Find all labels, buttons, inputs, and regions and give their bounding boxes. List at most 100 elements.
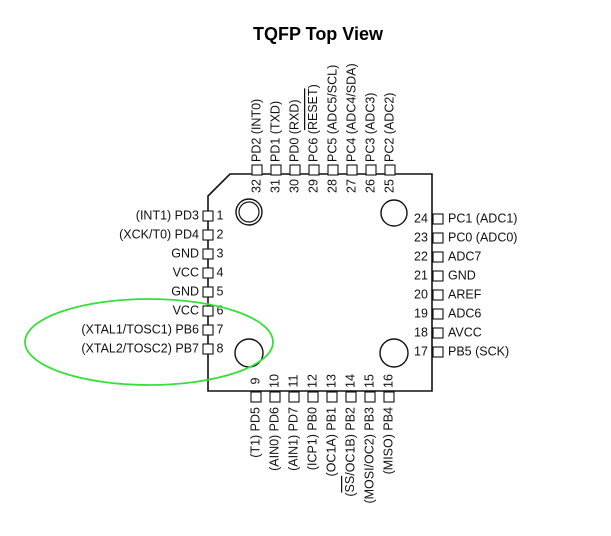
pin-pad-11 [288,391,300,403]
pin-pad-24 [432,213,444,225]
pin-pad-16 [383,391,395,403]
pin-number-3: 3 [217,246,224,260]
pin-pad-6 [202,305,214,317]
pin-pad-9 [250,391,262,403]
pin-label-27: PC4 (ADC4/SDA) [344,63,358,162]
pin-pad-20 [432,289,444,301]
pin-pad-22 [432,251,444,263]
pin-label-5: GND [171,284,199,298]
pin-number-5: 5 [217,284,224,298]
pin-number-18: 18 [414,325,428,339]
pin-label-28: PC5 (ADC5/SCL) [325,65,339,162]
pin-label-15: (MOSI/OC2) PB3 [362,407,376,504]
corner-marker-top-right [380,199,408,227]
pin-pad-1 [202,210,214,222]
pin-pad-30 [289,164,301,176]
pin-pad-13 [326,391,338,403]
pin-number-20: 20 [414,287,428,301]
pin-label-14: (SS/OC1B) PB2 [343,407,357,497]
pin-pad-26 [365,164,377,176]
pin-label-12: (ICP1) PB0 [305,407,319,470]
pin-pad-31 [270,164,282,176]
pin-number-12: 12 [305,374,319,388]
pin-number-10: 10 [267,374,281,388]
diagram-title: TQFP Top View [253,24,384,44]
pin-number-32: 32 [249,179,263,193]
pin-pad-12 [307,391,319,403]
pin-label-25: PC2 (ADC2) [382,93,396,162]
pin-label-6: VCC [173,303,199,317]
pin-label-32: PD2 (INT0) [249,99,263,162]
highlight-ellipse [24,298,274,386]
pin-label-1: (INT1) PD3 [136,208,199,222]
pin-pad-18 [432,327,444,339]
pin-number-1: 1 [217,208,224,222]
pins-bottom: (T1) PD5 9 (AIN0) PD6 10 (AIN1) PD7 11 (ICP1) … [248,374,395,504]
pin-label-7: (XTAL1/TOSC1) PB6 [81,322,199,336]
pin-pad-25 [384,164,396,176]
pin-number-24: 24 [414,211,428,225]
pin-label-4: VCC [173,265,199,279]
pin-number-22: 22 [414,249,428,263]
pin-pad-21 [432,270,444,282]
pin-pad-19 [432,308,444,320]
pin-pad-17 [432,346,444,358]
pin-number-17: 17 [414,344,428,358]
pin-number-21: 21 [414,268,428,282]
pin-pad-15 [364,391,376,403]
pin-label-19: ADC6 [448,306,481,320]
corner-marker-bottom-right [379,338,409,368]
pins-right: PB5 (SCK)17AVCC18ADC619AREF20GND21ADC722… [414,211,517,358]
pin-pad-27 [346,164,358,176]
pin-number-16: 16 [381,374,395,388]
pin-number-23: 23 [414,230,428,244]
pin-pad-10 [269,391,281,403]
pin-pad-7 [202,324,214,336]
pin-pad-2 [202,229,214,241]
pin-number-13: 13 [324,374,338,388]
pin-number-7: 7 [217,322,224,336]
pin-number-2: 2 [217,227,224,241]
pin-label-20: AREF [448,287,482,301]
pin-label-21: GND [448,268,476,282]
pin-number-6: 6 [217,303,224,317]
pin-label-17: PB5 (SCK) [448,344,509,358]
pin-pad-3 [202,248,214,260]
pin-pad-29 [308,164,320,176]
chip-body [207,173,433,392]
pin-number-28: 28 [325,179,339,193]
pin-number-30: 30 [287,179,301,193]
pin-number-15: 15 [362,374,376,388]
pin-number-11: 11 [286,374,300,387]
pin-label-22: ADC7 [448,249,481,263]
pin-pad-8 [202,343,214,355]
pin-number-9: 9 [248,377,262,384]
pin-label-8: (XTAL2/TOSC2) PB7 [81,341,199,355]
pin-number-4: 4 [217,265,224,279]
pin-pad-32 [251,164,263,176]
pin-number-25: 25 [382,179,396,193]
pin-pad-23 [432,232,444,244]
pin-number-31: 31 [268,179,282,193]
pin-label-9: (T1) PD5 [248,407,262,458]
pin-label-10: (AIN0) PD6 [267,407,281,471]
pin-number-27: 27 [344,179,358,193]
pin-label-13: (OC1A) PB1 [324,407,338,477]
pin-label-16: (MISO) PB4 [381,407,395,474]
pin-pad-4 [202,267,214,279]
pin-label-26: PC3 (ADC3) [363,93,377,162]
pin-label-3: GND [171,246,199,260]
pin-label-24: PC1 (ADC1) [448,211,517,225]
pin1-marker-inner [238,201,260,223]
pin-pad-28 [327,164,339,176]
pin-pad-14 [345,391,357,403]
pin-label-11: (AIN1) PD7 [286,407,300,471]
pin-label-23: PC0 (ADC0) [448,230,517,244]
pin-number-19: 19 [414,306,428,320]
pin-label-31: PD1 (TXD) [268,101,282,162]
pin-label-29: PC6 (RESET) [306,84,320,162]
pin-label-30: PD0 (RXD) [287,99,301,162]
